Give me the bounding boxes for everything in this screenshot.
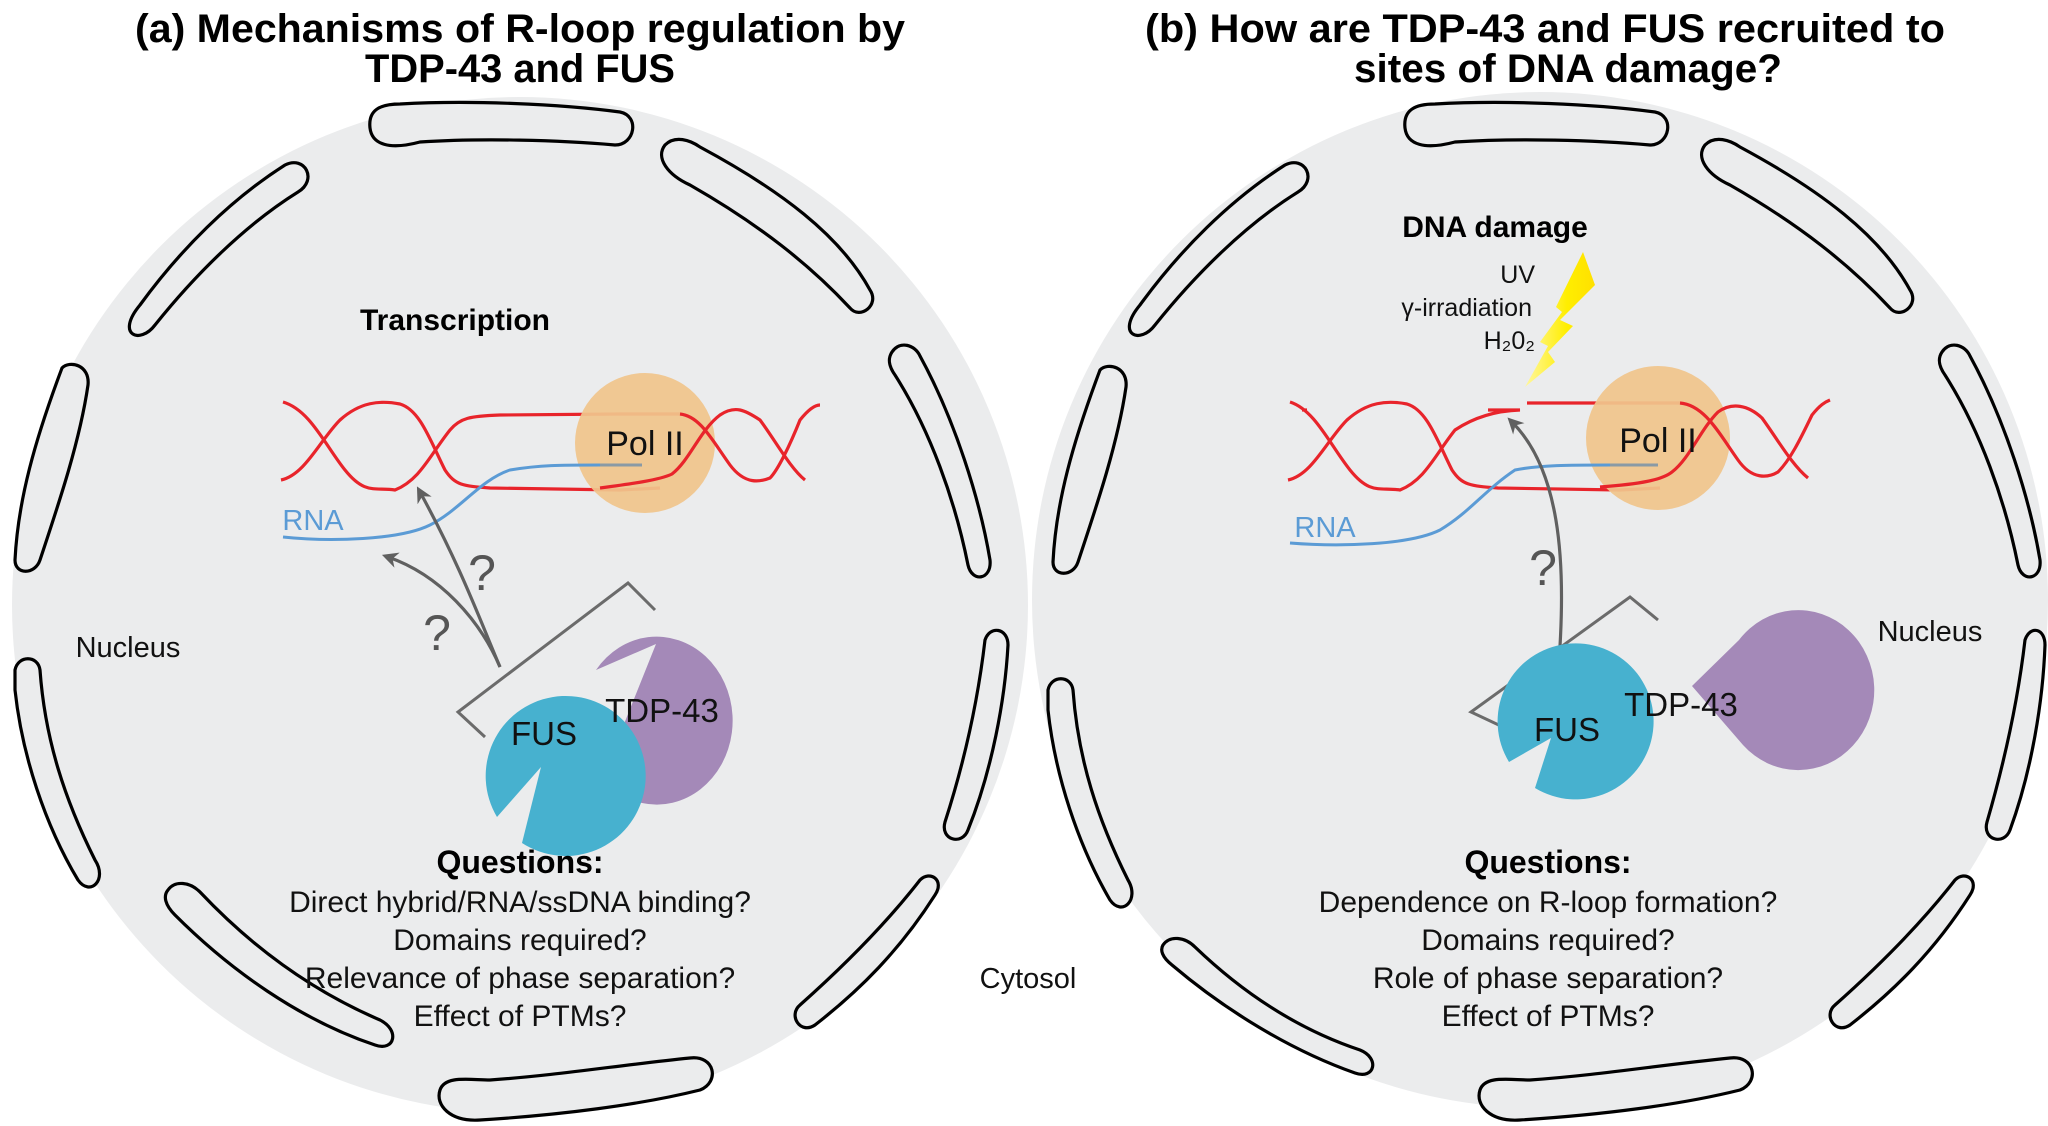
nuclear-pore-segment bbox=[942, 628, 1010, 841]
nuclear-pore-segment bbox=[1477, 1056, 1754, 1122]
nuclear-pore-segment bbox=[1828, 874, 1975, 1030]
panel-a-question-2: Domains required? bbox=[393, 924, 646, 957]
panel-a-fus-label: FUS bbox=[511, 715, 577, 752]
panel-b-title-line1: (b) How are TDP-43 and FUS recruited to bbox=[1145, 7, 1945, 51]
nuclear-pore-segment bbox=[1046, 677, 1134, 909]
panel-b: (b) How are TDP-43 and FUS recruited to … bbox=[1032, 7, 2048, 1122]
panel-a-question-3: Relevance of phase separation? bbox=[305, 962, 735, 995]
panel-b-damage-source-gamma: γ-irradiation bbox=[1401, 294, 1532, 322]
nuclear-pore-segment bbox=[1051, 364, 1128, 575]
nuclear-pore-segment bbox=[1700, 137, 1915, 314]
panel-b-fus-label: FUS bbox=[1534, 711, 1600, 748]
panel-b-nucleus bbox=[1032, 92, 2048, 1108]
nuclear-pore-segment bbox=[163, 881, 395, 1048]
panel-a-question-mark-2: ? bbox=[423, 605, 451, 661]
nuclear-pore-segment bbox=[368, 100, 635, 148]
nuclear-pore-segment bbox=[1160, 936, 1375, 1076]
panel-a-question-1: Direct hybrid/RNA/ssDNA binding? bbox=[289, 886, 751, 919]
panel-b-question-4: Effect of PTMs? bbox=[1442, 1000, 1655, 1033]
nuclear-pore-segment bbox=[127, 161, 310, 337]
panel-b-question-3: Role of phase separation? bbox=[1373, 962, 1723, 995]
panel-b-nuclear-envelope bbox=[1046, 100, 2047, 1122]
panel-a-nucleus-label: Nucleus bbox=[76, 632, 181, 664]
panel-b-rna-label: RNA bbox=[1294, 512, 1356, 544]
panel-a-r-loop-dna-downstream bbox=[599, 403, 821, 490]
panel-a-rna-strand bbox=[282, 463, 601, 541]
panel-a-question-4: Effect of PTMs? bbox=[414, 1000, 627, 1033]
panel-a-transcription-heading: Transcription bbox=[360, 304, 550, 337]
cytosol-label: Cytosol bbox=[980, 963, 1077, 995]
panel-b-question-2: Domains required? bbox=[1421, 924, 1674, 957]
panel-b-tdp43-label: TDP-43 bbox=[1624, 686, 1738, 723]
panel-b-arrow-to-damage-site bbox=[1507, 417, 1564, 647]
panel-a-questions-heading: Questions: bbox=[436, 844, 603, 880]
lightning-bolt-icon bbox=[1525, 252, 1595, 387]
panel-a-r-loop-dna bbox=[280, 400, 680, 492]
panel-b-questions-heading: Questions: bbox=[1464, 844, 1631, 880]
panel-b-rna-strand bbox=[1289, 463, 1611, 547]
panel-a-title-line2: TDP-43 and FUS bbox=[365, 47, 675, 91]
nuclear-pore-segment bbox=[1403, 100, 1670, 148]
nuclear-pore-segment bbox=[887, 343, 992, 579]
nuclear-pore-segment bbox=[1127, 161, 1310, 337]
panel-a-question-mark-1: ? bbox=[468, 545, 496, 601]
panel-a-title-line1: (a) Mechanisms of R-loop regulation by bbox=[135, 7, 906, 51]
nuclear-pore-segment bbox=[13, 657, 102, 889]
panel-a-nuclear-envelope bbox=[13, 100, 1010, 1122]
nuclear-pore-segment bbox=[1937, 343, 2042, 579]
nuclear-pore-segment bbox=[437, 1056, 714, 1122]
panel-b-tdp43-protein bbox=[1692, 610, 1875, 771]
pol-ii-enzyme bbox=[1586, 366, 1730, 510]
panel-a-fus-protein bbox=[485, 695, 646, 856]
panel-b-fus-protein bbox=[1497, 643, 1654, 800]
nuclear-pore-segment bbox=[660, 137, 875, 314]
panel-a-pol-ii-label: Pol II bbox=[606, 425, 683, 463]
pol-ii-enzyme bbox=[575, 373, 715, 513]
panel-b-damage-source-uv: UV bbox=[1500, 261, 1535, 289]
panel-b-dna-downstream bbox=[1599, 398, 1831, 489]
nuclear-pore-segment bbox=[13, 362, 90, 573]
panel-a: (a) Mechanisms of R-loop regulation by T… bbox=[12, 7, 1028, 1122]
panel-a-tdp43-label: TDP-43 bbox=[605, 692, 719, 729]
nuclear-pore-segment bbox=[793, 874, 940, 1030]
panel-a-arrow-to-rna bbox=[381, 552, 502, 668]
panel-a-rna-label: RNA bbox=[282, 505, 344, 537]
panel-b-question-mark: ? bbox=[1529, 540, 1557, 596]
panel-a-nucleus bbox=[12, 97, 1028, 1113]
panel-b-nucleus-label: Nucleus bbox=[1878, 616, 1983, 648]
panel-a-complex-bracket bbox=[455, 581, 657, 739]
panel-b-question-1: Dependence on R-loop formation? bbox=[1319, 886, 1778, 919]
panel-b-damage-source-h2o2: H₂0₂ bbox=[1484, 327, 1535, 355]
panel-b-dna-damage-heading: DNA damage bbox=[1402, 211, 1588, 244]
nuclear-pore-segment bbox=[1984, 628, 2047, 841]
panel-b-title-line2: sites of DNA damage? bbox=[1354, 47, 1782, 91]
panel-b-pol-ii-label: Pol II bbox=[1619, 422, 1696, 460]
